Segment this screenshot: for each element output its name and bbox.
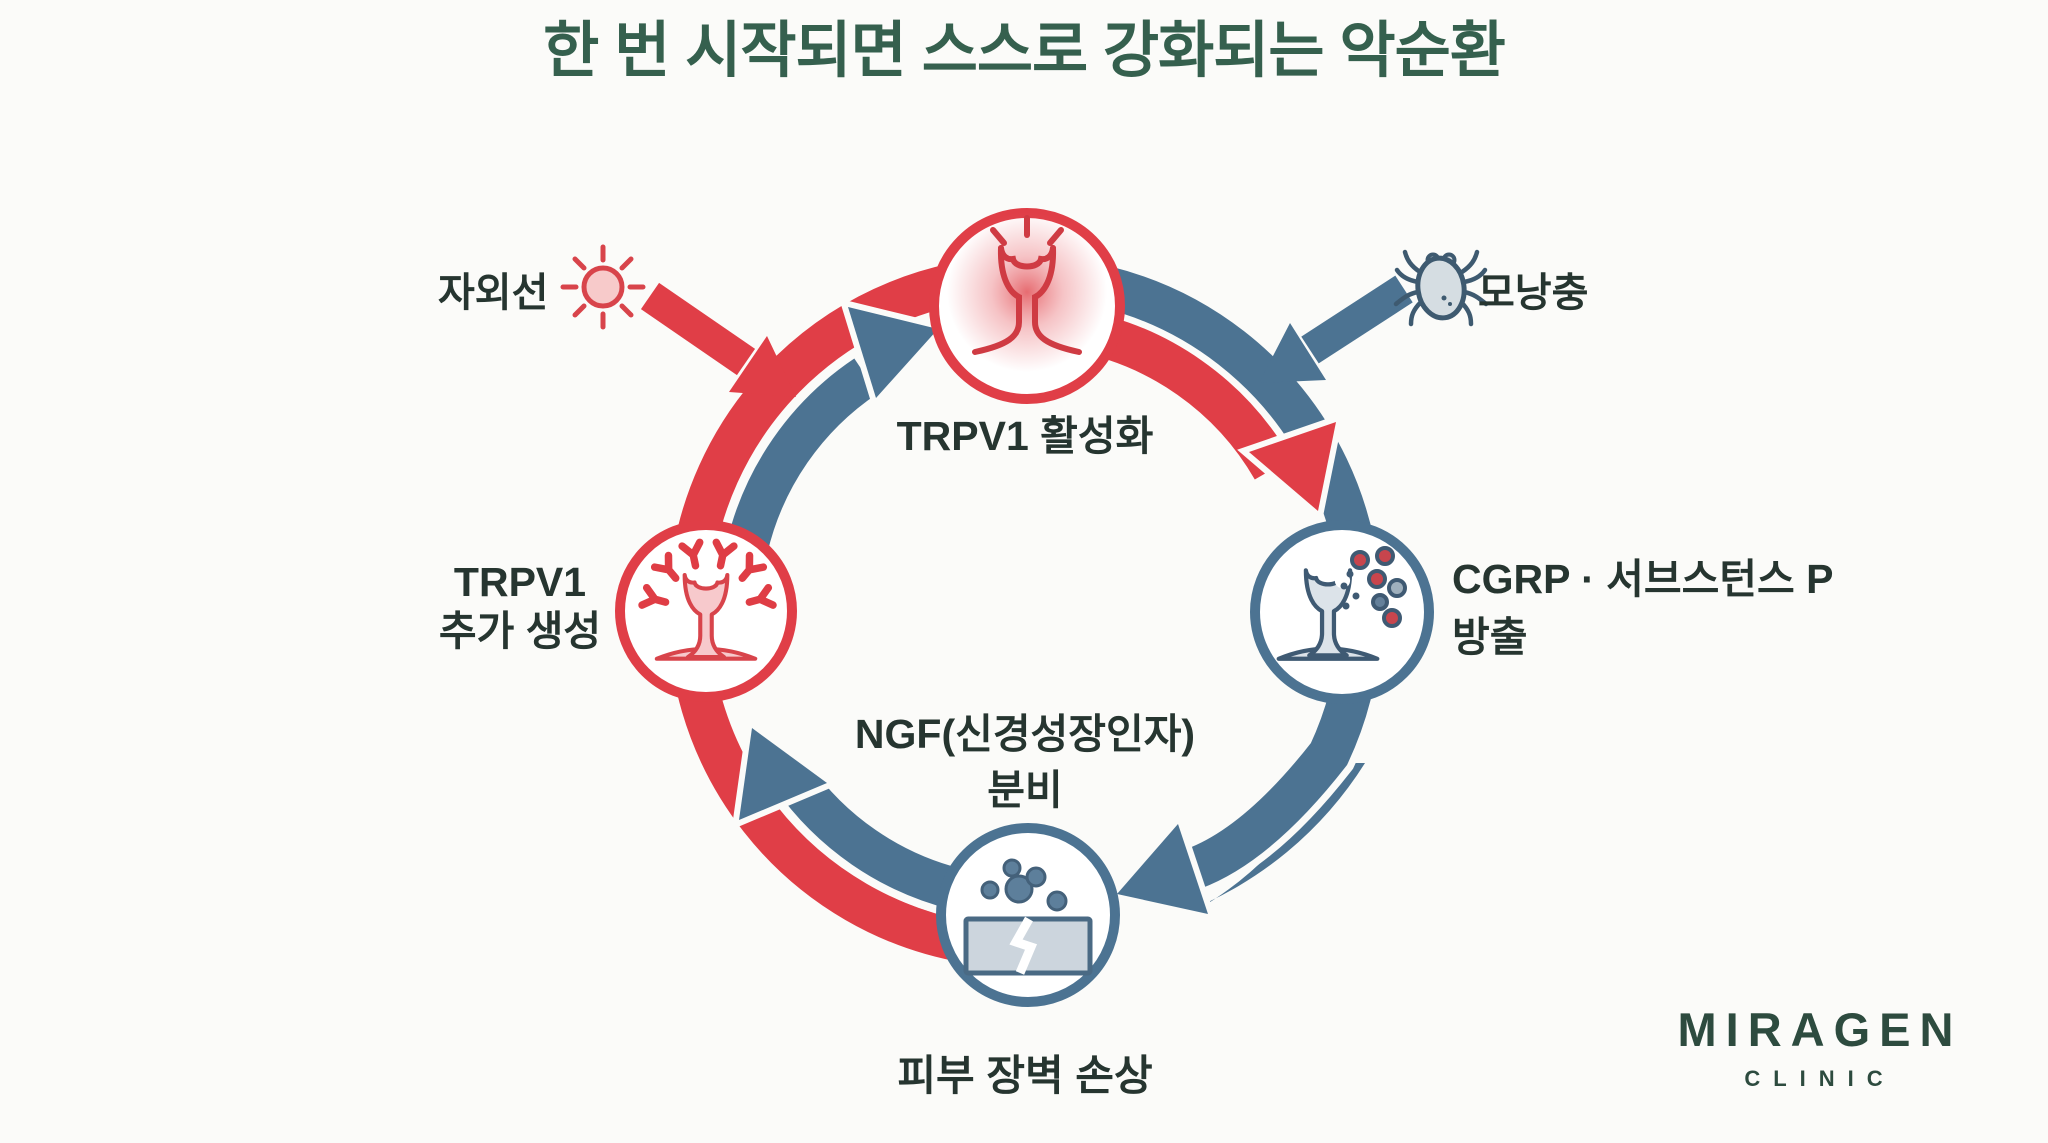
new-receptors-icon [638,538,777,661]
node-trpv1-activation [929,208,1125,404]
node-cgrp-release [1250,520,1434,704]
cycle-arc-blue-topleft [726,358,878,554]
label-trpv1-extra-line1: TRPV1 [453,559,587,605]
label-skin-barrier-damage: 피부 장벽 손상 [897,1052,1153,1099]
label-cgrp-line2: 방출 [1452,614,1528,660]
label-ngf-line1: NGF(신경성장인자) [854,711,1196,757]
label-cgrp-line1: CGRP · 서브스턴스 P [1452,556,1834,602]
uv-arrow [640,282,796,397]
node-trpv1-upregulation [615,520,797,702]
cycle-arrowhead-to-left-node [731,717,840,830]
label-trpv1-extra-line2: 추가 생성 [438,608,602,654]
activated-receptor-icon [947,212,1107,372]
skin-barrier-crack-icon [963,858,1093,976]
clinic-logo-brand: MIRAGEN [1677,1003,1963,1056]
label-trpv1-activation: TRPV1 활성화 [896,413,1154,459]
clinic-logo: MIRAGEN CLINIC [1652,1002,1988,1092]
page-title: 한 번 시작되면 스스로 강화되는 악순환 [543,16,1506,84]
label-ngf-line2: 분비 [987,767,1063,813]
neuropeptide-release-icon [1276,546,1407,661]
cycle-arrowhead-to-right-node [1237,412,1344,523]
uv-trigger-label: 자외선 [438,271,549,315]
mite-icon [1393,249,1489,327]
label-ngf-secretion: NGF(신경성장인자) 분비 [825,706,1225,818]
cycle-arrowhead-to-top-node [839,298,950,410]
mite-trigger-label: 모낭충 [1478,271,1589,315]
mite-arrow [1259,275,1413,383]
node-skin-barrier-damage [936,823,1120,1007]
sun-icon [560,244,646,330]
cycle-arrowhead-to-bottom-node [1105,812,1218,923]
label-cgrp-release: CGRP · 서브스턴스 P 방출 [1452,550,1834,666]
label-trpv1-upregulation: TRPV1 추가 생성 [320,558,720,656]
clinic-logo-sub: CLINIC [1744,1066,1896,1091]
